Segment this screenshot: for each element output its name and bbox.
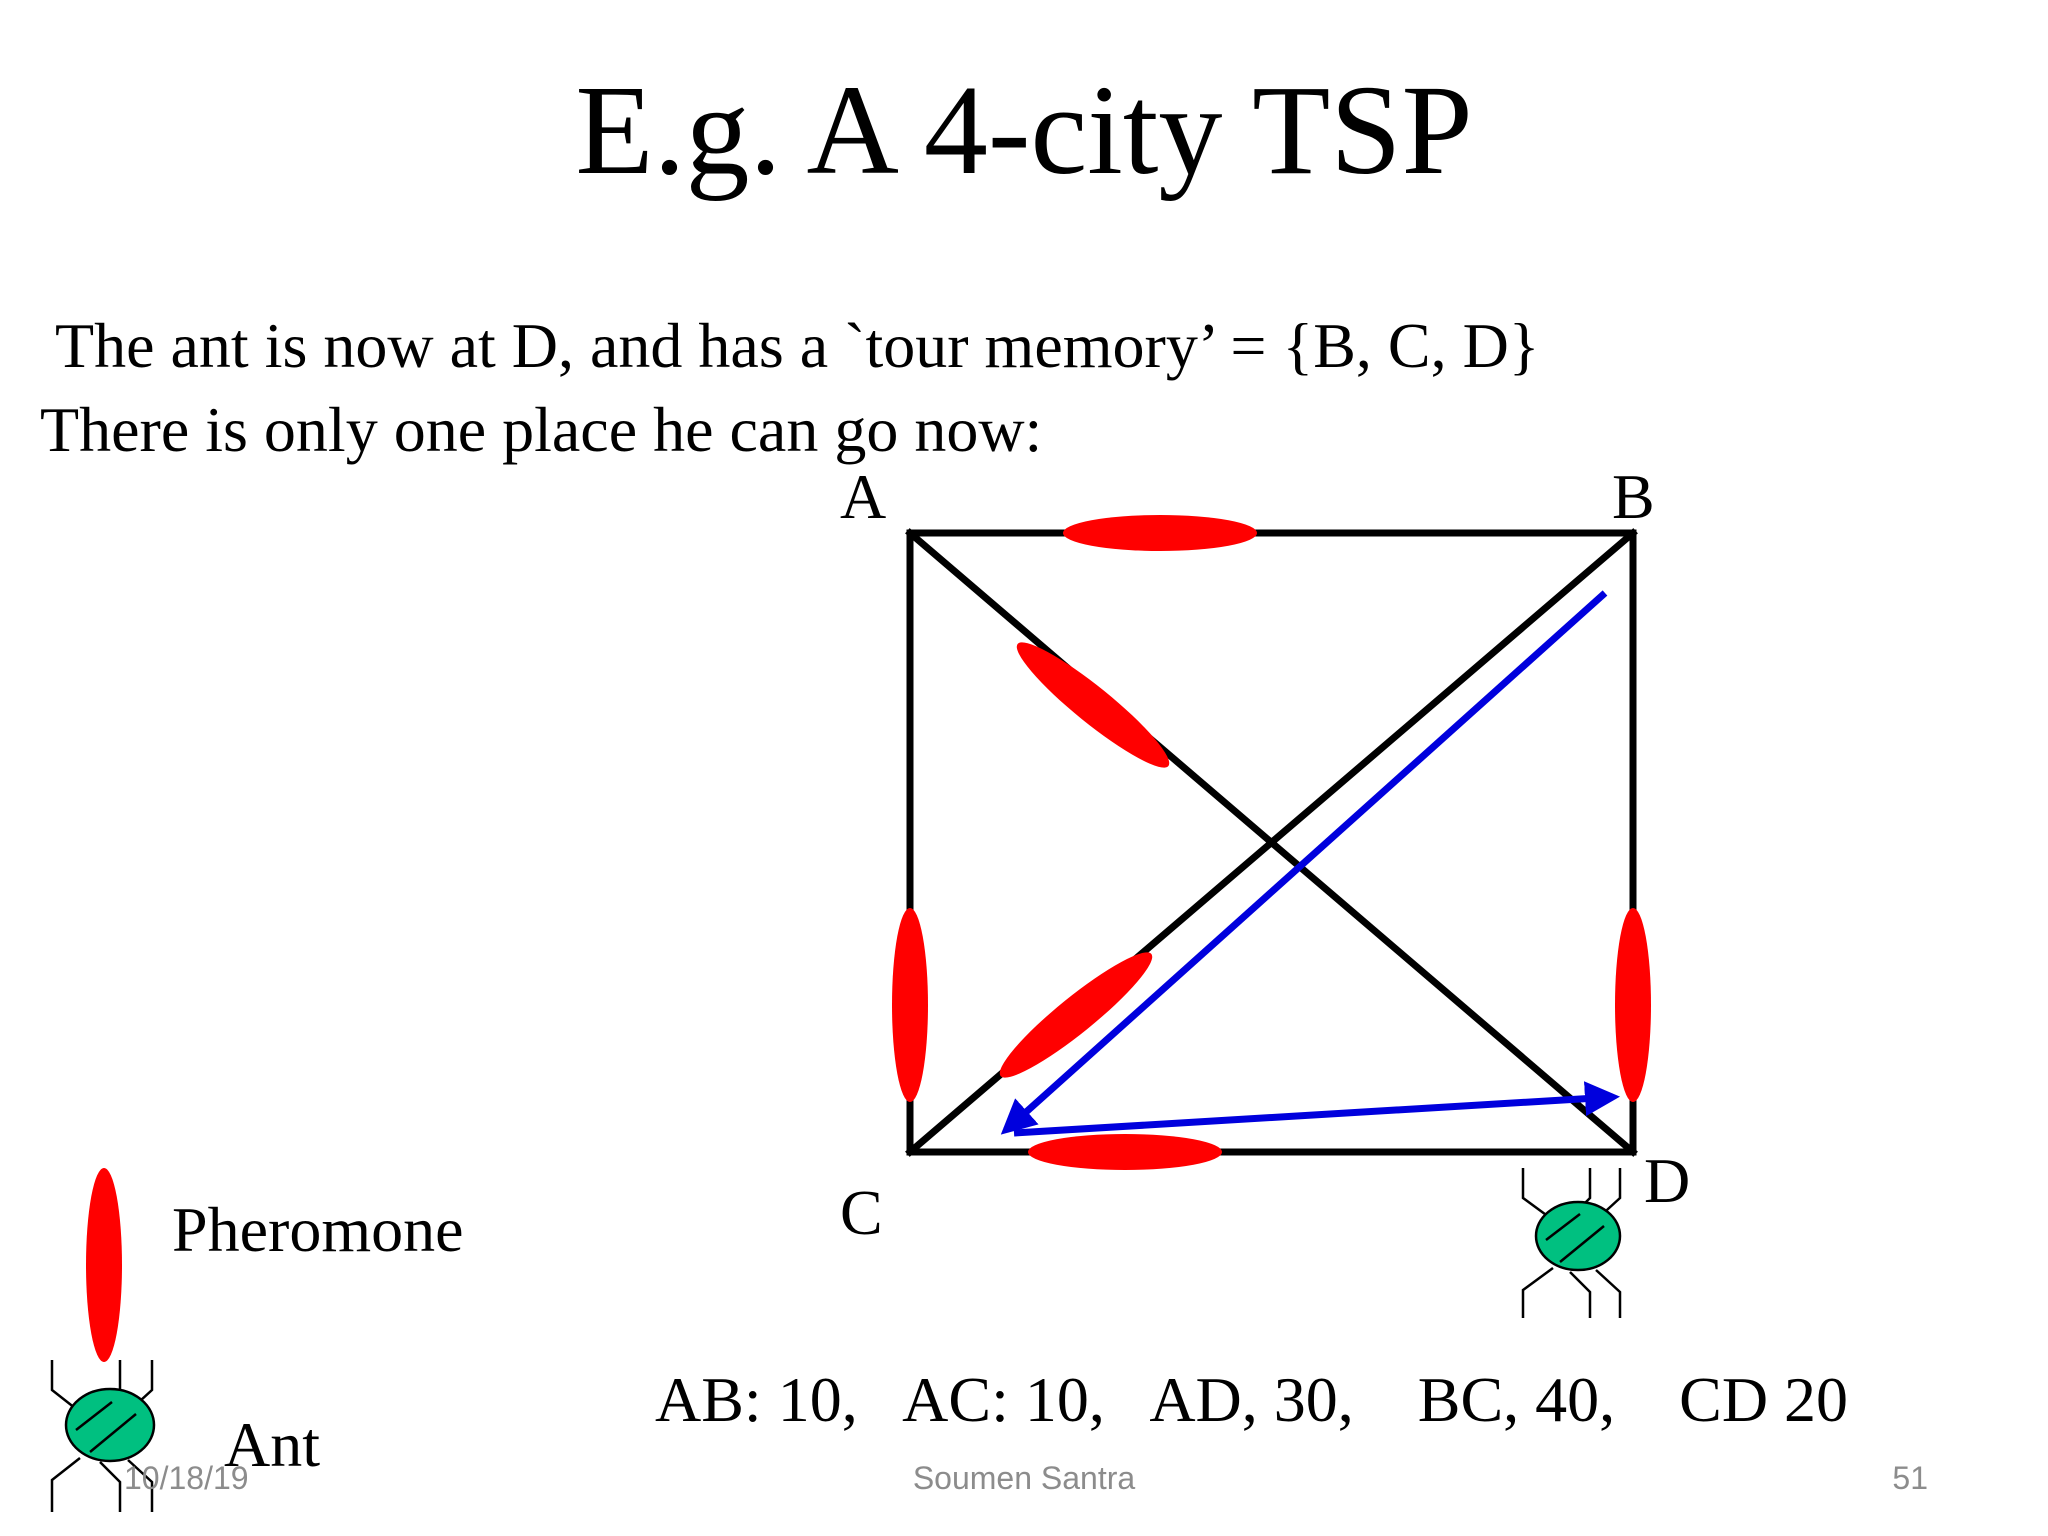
pheromone-bc [999,952,1153,1078]
footer-author: Soumen Santra [912,1460,1136,1496]
slide-title: E.g. A 4-city TSP [575,59,1473,201]
legend-ant-label: Ant [224,1409,320,1480]
only-option-text: There is only one place he can go now: [40,394,1043,465]
node-label-d: D [1644,1145,1691,1216]
pheromone-ab [1063,515,1257,551]
pheromone-ac [892,908,928,1102]
pheromone-cd [1028,1134,1222,1170]
pheromone-bd [1615,908,1651,1102]
footer-date: 10/18/19 [124,1460,249,1496]
legend-ant-icon [50,1360,156,1512]
ant-status-text: The ant is now at D, and has a `tour mem… [55,310,1540,381]
node-label-a: A [840,461,887,532]
ant-at-d-icon [1521,1168,1622,1318]
legend-pheromone-swatch [86,1168,122,1362]
node-label-c: C [840,1177,883,1248]
path-arrow-b-to-c [1000,590,1608,1135]
pheromone-ad [1016,642,1170,768]
node-label-b: B [1612,461,1655,532]
path-arrow-c-to-d [1013,1081,1620,1137]
legend-pheromone-label: Pheromone [172,1194,464,1265]
footer-page-number: 51 [1892,1460,1928,1496]
edge-distances-text: AB: 10, AC: 10, AD, 30, BC, 40, CD 20 [655,1364,1849,1435]
